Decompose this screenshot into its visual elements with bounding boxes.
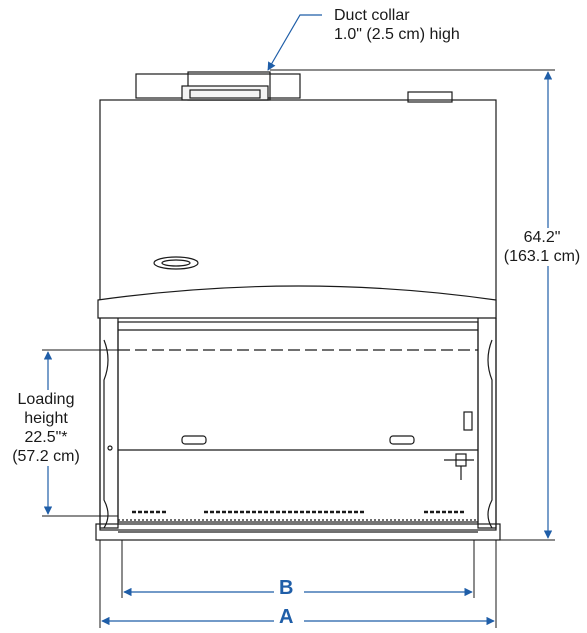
loading-height-label: Loading height 22.5"* (57.2 cm) [2,390,90,466]
cabinet-base [95,523,501,541]
side-outlet [463,411,473,431]
loading-title-2: height [24,410,68,427]
sash-window [117,321,479,523]
width-b-label: B [279,577,294,599]
service-valve [444,453,474,480]
duct-collar-label: Duct collar 1.0" (2.5 cm) high [334,6,460,44]
loading-title: Loading [17,391,75,408]
duct-collar-title: Duct collar [334,7,410,24]
loading-value-cm: (57.2 cm) [12,448,80,465]
height-value-in: 64.2" [523,229,561,246]
loading-value-in: 22.5"* [24,429,68,446]
sash-handle-right [389,435,415,445]
duct-collar-leader [267,14,322,71]
front-hood [97,285,497,319]
height-value-cm: (163.1 cm) [503,248,581,265]
sash-handle-left [181,435,207,445]
right-side-panel [477,318,497,529]
exhaust-port [407,91,453,103]
duct-collar-height: 1.0" (2.5 cm) high [334,26,460,43]
height-label: 64.2" (163.1 cm) [497,228,587,266]
width-a-label: A [279,606,294,628]
control-display [153,256,199,270]
